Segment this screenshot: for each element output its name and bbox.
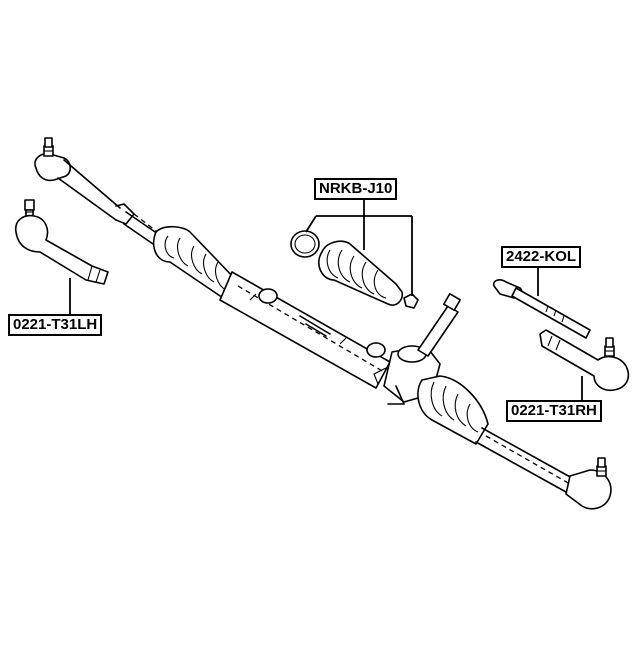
bellows-boot: [318, 240, 404, 306]
label-0221-t31lh[interactable]: 0221-T31LH: [8, 314, 103, 336]
label-2422-kol[interactable]: 2422-KOL: [501, 246, 582, 268]
steering-rack-assembly: [34, 137, 612, 510]
tie-rod-end-rh-drawing: [539, 329, 630, 392]
rack-housing: [219, 271, 391, 389]
boot-kit-drawing: [290, 230, 419, 309]
leader-lines: [69, 198, 583, 400]
right-rack-boot: [417, 375, 489, 445]
left-outer-tie-rod-end: [34, 137, 135, 225]
boot-clip: [403, 293, 419, 309]
inner-tie-rod-drawing: [492, 279, 591, 339]
label-nrkb-j10[interactable]: NRKB-J10: [314, 178, 398, 200]
label-0221-t31rh[interactable]: 0221-T31RH: [506, 400, 602, 422]
right-outer-tie-rod-end: [565, 457, 612, 510]
tie-rod-end-lh-drawing: [14, 199, 109, 285]
